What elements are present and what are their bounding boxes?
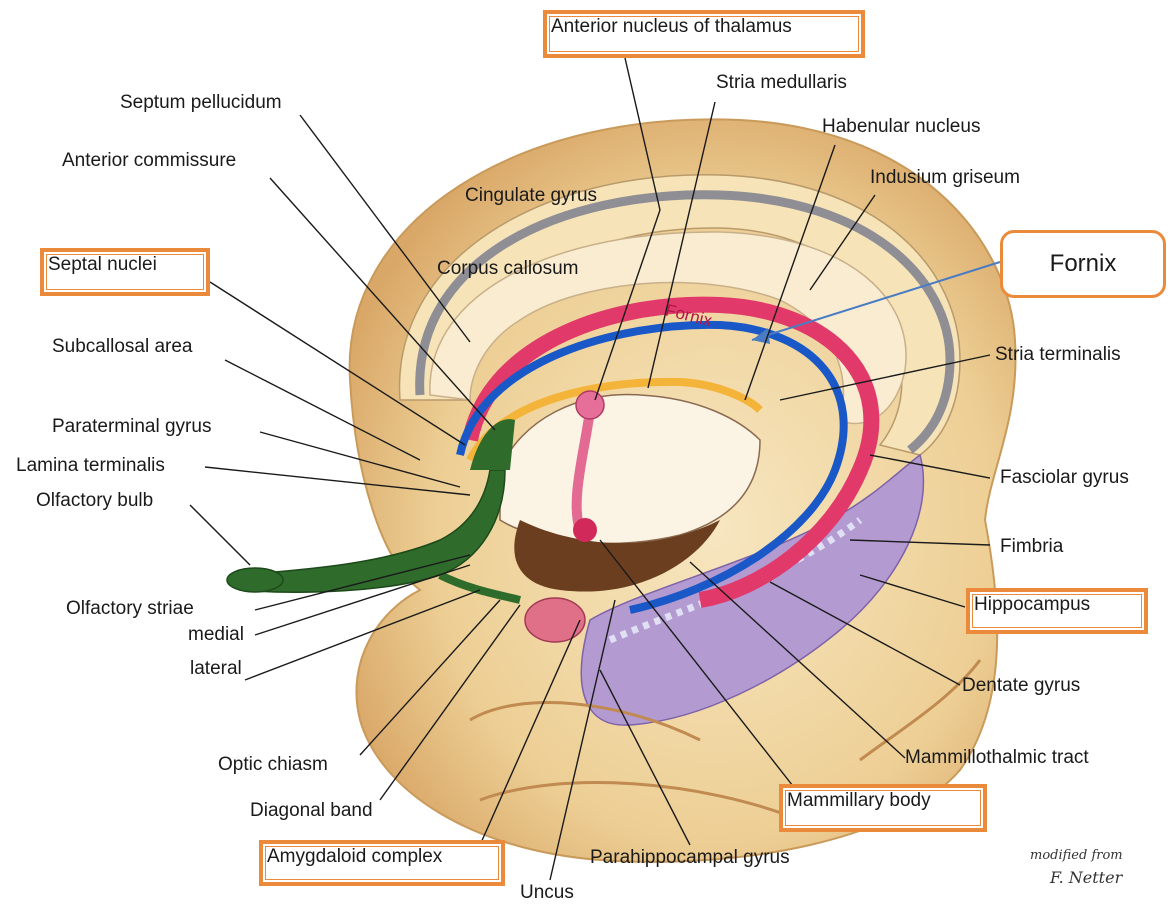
olfactory-bulb-shape <box>227 568 283 592</box>
label-olfactory-bulb: Olfactory bulb <box>36 490 153 512</box>
label-septum-pellucidum: Septum pellucidum <box>120 92 282 114</box>
label-medial: medial <box>188 624 244 646</box>
label-lateral: lateral <box>190 658 242 680</box>
label-corpus-callosum: Corpus callosum <box>437 258 579 280</box>
label-diagonal-band: Diagonal band <box>250 800 373 822</box>
label-indusium-griseum: Indusium griseum <box>870 167 1020 189</box>
label-hippocampus: Hippocampus <box>966 588 1148 634</box>
label-cingulate-gyrus: Cingulate gyrus <box>465 185 597 207</box>
label-subcallosal-area: Subcallosal area <box>52 336 192 358</box>
amygdala-shape <box>525 598 585 642</box>
label-parahippocampal-gyrus: Parahippocampal gyrus <box>590 847 790 869</box>
label-fasciolar-gyrus: Fasciolar gyrus <box>1000 467 1129 489</box>
label-mammillary-body: Mammillary body <box>779 784 987 832</box>
label-amygdaloid-complex: Amygdaloid complex <box>259 840 505 886</box>
label-septal-nuclei: Septal nuclei <box>40 248 210 296</box>
label-habenular-nucleus: Habenular nucleus <box>822 116 980 138</box>
label-uncus: Uncus <box>520 882 574 904</box>
label-fimbria: Fimbria <box>1000 536 1063 558</box>
label-dentate-gyrus: Dentate gyrus <box>962 675 1080 697</box>
label-optic-chiasm: Optic chiasm <box>218 754 328 776</box>
label-stria-terminalis: Stria terminalis <box>995 344 1121 366</box>
label-olfactory-striae: Olfactory striae <box>66 598 194 620</box>
credit-line-1: modified from <box>1030 848 1123 863</box>
label-anterior-commissure: Anterior commissure <box>62 150 236 172</box>
label-stria-medullaris: Stria medullaris <box>716 72 847 94</box>
label-paraterminal-gyrus: Paraterminal gyrus <box>52 416 211 438</box>
credit-line-2: F. Netter <box>1050 868 1122 887</box>
fornix-callout: Fornix <box>1000 230 1166 298</box>
label-anterior-nucleus-thalamus: Anterior nucleus of thalamus <box>543 10 865 58</box>
label-lamina-terminalis: Lamina terminalis <box>16 455 165 477</box>
label-mammillothalmic-tract: Mammillothalmic tract <box>905 747 1089 769</box>
